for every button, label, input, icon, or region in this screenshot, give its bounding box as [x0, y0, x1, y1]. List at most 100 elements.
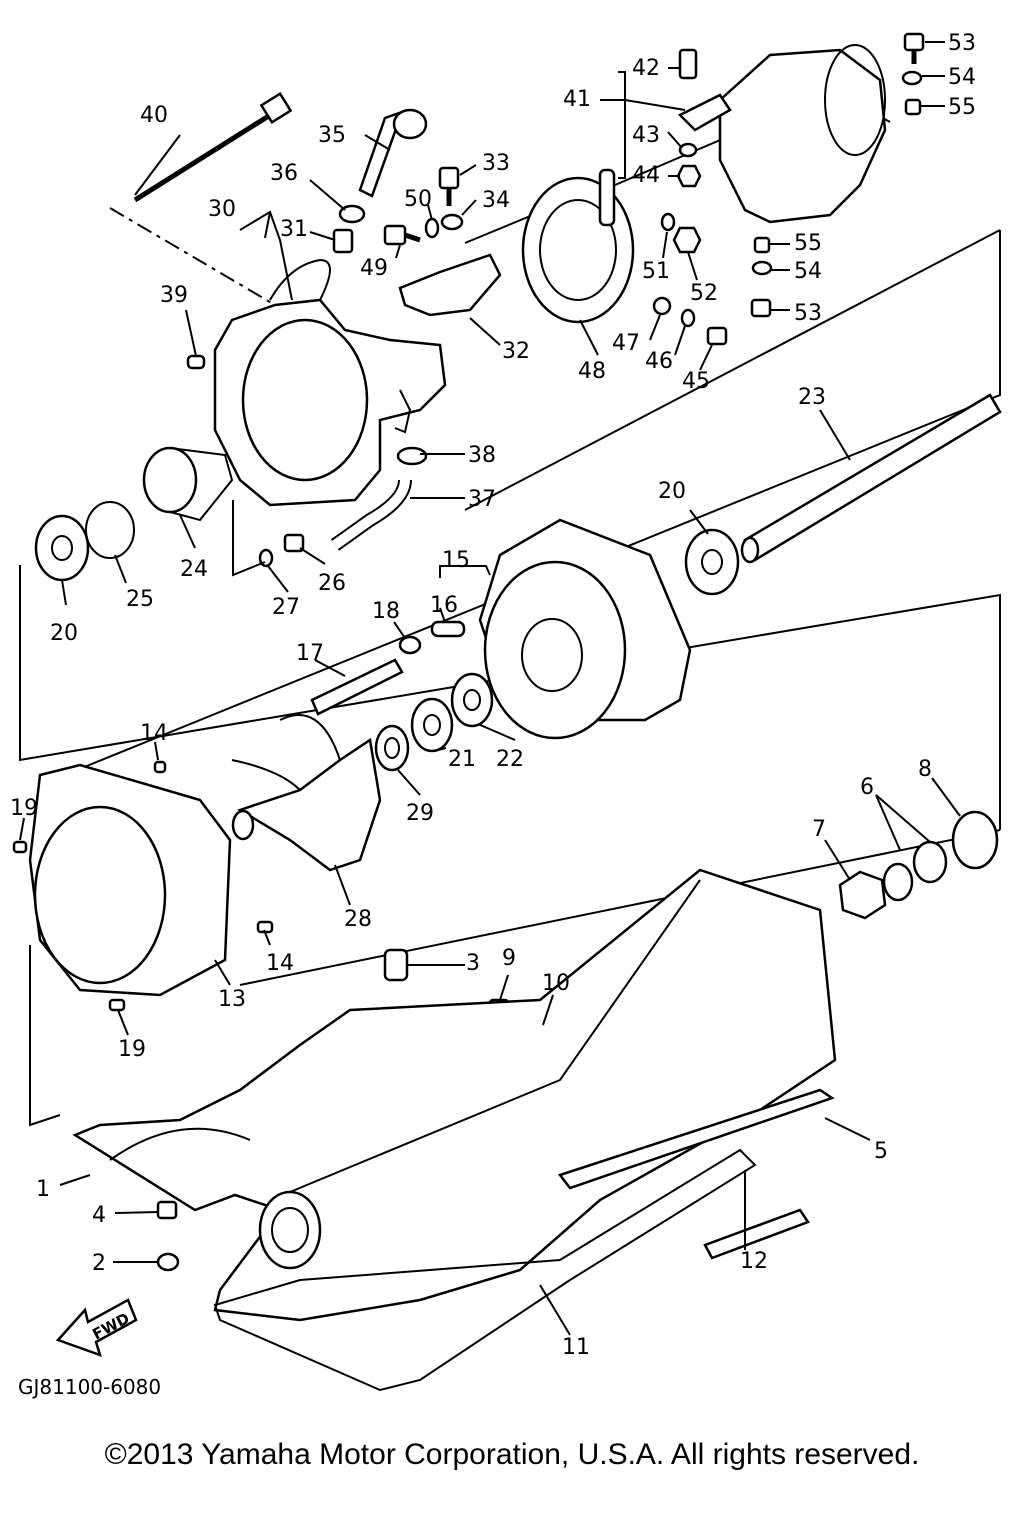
part-17-sleeve: [310, 658, 404, 716]
callout-32: 32: [502, 339, 530, 364]
callout-18: 18: [372, 599, 400, 624]
callout-5: 5: [874, 1139, 888, 1164]
callout-49: 49: [360, 256, 388, 281]
callout-2: 2: [92, 1251, 106, 1276]
small-fasteners-right: [652, 212, 728, 346]
part-20-bearing-left: [34, 514, 90, 582]
callout-20-right: 20: [658, 479, 686, 504]
callout-34: 34: [482, 188, 510, 213]
part-4-bolt: [156, 1200, 178, 1220]
part-48-ring: [521, 168, 635, 324]
part-19-pin-b: [108, 998, 126, 1012]
parts-6-7-8: [838, 810, 999, 920]
callout-50: 50: [404, 187, 432, 212]
callout-35: 35: [318, 123, 346, 148]
part-24-cap: [142, 446, 234, 522]
callout-8: 8: [918, 757, 932, 782]
callout-24: 24: [180, 557, 208, 582]
callout-19-bottom: 19: [118, 1037, 146, 1062]
callout-52: 52: [690, 281, 718, 306]
fwd-arrow-icon: FWD: [55, 1298, 138, 1358]
part-30-nozzle-housing: [213, 258, 447, 551]
part-13-housing: [28, 763, 232, 997]
callout-30: 30: [208, 197, 236, 222]
callout-38: 38: [468, 443, 496, 468]
part-19-pin-a: [12, 840, 28, 854]
callout-28: 28: [344, 907, 372, 932]
part-35-tube: [358, 108, 428, 198]
part-15-impeller-housing: [478, 518, 692, 740]
callout-53-top: 53: [948, 31, 976, 56]
callout-14-bottom: 14: [266, 951, 294, 976]
callout-16: 16: [430, 593, 458, 618]
callout-13: 13: [218, 987, 246, 1012]
callout-22: 22: [496, 747, 524, 772]
callout-3: 3: [466, 951, 480, 976]
callout-10: 10: [542, 971, 570, 996]
callout-12: 12: [740, 1249, 768, 1274]
callout-labels: 40 35 36 30 31 39 33 34 50 49 32 48 51 5…: [10, 31, 976, 1399]
part-16-pin: [430, 620, 466, 638]
callout-48: 48: [578, 359, 606, 384]
callout-4: 4: [92, 1203, 106, 1228]
callout-27: 27: [272, 595, 300, 620]
callout-33: 33: [482, 151, 510, 176]
part-5-strip: [557, 1088, 835, 1190]
callout-41: 41: [563, 87, 591, 112]
part-32-bracket: [398, 253, 502, 317]
callout-53-bottom: 53: [794, 301, 822, 326]
part-12-block: [703, 1208, 810, 1260]
callout-25: 25: [126, 587, 154, 612]
part-23-shaft: [740, 393, 1002, 564]
diagram-code: GJ81100-6080: [18, 1375, 161, 1399]
callout-21: 21: [448, 747, 476, 772]
callout-40: 40: [140, 103, 168, 128]
part-14-pin-a: [153, 760, 167, 774]
callout-51: 51: [642, 259, 670, 284]
part-40-bolt: [133, 91, 293, 203]
callout-55-bottom: 55: [794, 231, 822, 256]
callout-7: 7: [812, 817, 826, 842]
callout-29: 29: [406, 801, 434, 826]
callout-54-bottom: 54: [794, 259, 822, 284]
part-38-clamp: [396, 446, 428, 466]
callout-39: 39: [160, 283, 188, 308]
callout-15: 15: [442, 548, 470, 573]
callout-54-top: 54: [948, 65, 976, 90]
callout-42: 42: [632, 56, 660, 81]
part-2-washer: [156, 1252, 180, 1272]
part-1-intake-duct: [72, 868, 837, 1322]
part-11-gasket: [213, 1148, 757, 1392]
callout-23: 23: [798, 385, 826, 410]
small-fasteners-upper: [332, 166, 464, 254]
part-28-impeller: [231, 714, 382, 872]
part-41-nozzle: [676, 44, 887, 224]
part-26-bolt: [283, 533, 305, 553]
callout-37: 37: [468, 487, 496, 512]
callout-45: 45: [682, 369, 710, 394]
callout-55-top: 55: [948, 95, 976, 120]
part-39-pin: [186, 354, 206, 370]
callout-47: 47: [612, 331, 640, 356]
part-20-bearing-right: [684, 528, 740, 596]
callout-14-top: 14: [140, 721, 168, 746]
callout-26: 26: [318, 571, 346, 596]
callout-1: 1: [36, 1177, 50, 1202]
fasteners-53-55: [750, 32, 925, 318]
callout-6: 6: [860, 775, 874, 800]
part-18-clip: [398, 635, 422, 655]
callout-46: 46: [645, 349, 673, 374]
callout-36: 36: [270, 161, 298, 186]
callout-31: 31: [280, 217, 308, 242]
part-25-oring: [85, 501, 135, 559]
callout-19-top: 19: [10, 796, 38, 821]
callout-9: 9: [502, 946, 516, 971]
copyright-notice: ©2013 Yamaha Motor Corporation, U.S.A. A…: [104, 1438, 920, 1471]
callout-20-left: 20: [50, 621, 78, 646]
leader-lines: [19, 41, 961, 1336]
callout-17: 17: [296, 641, 324, 666]
parts-21-22-29: [374, 672, 494, 772]
part-3-fitting: [383, 948, 409, 982]
callout-11: 11: [562, 1335, 590, 1360]
